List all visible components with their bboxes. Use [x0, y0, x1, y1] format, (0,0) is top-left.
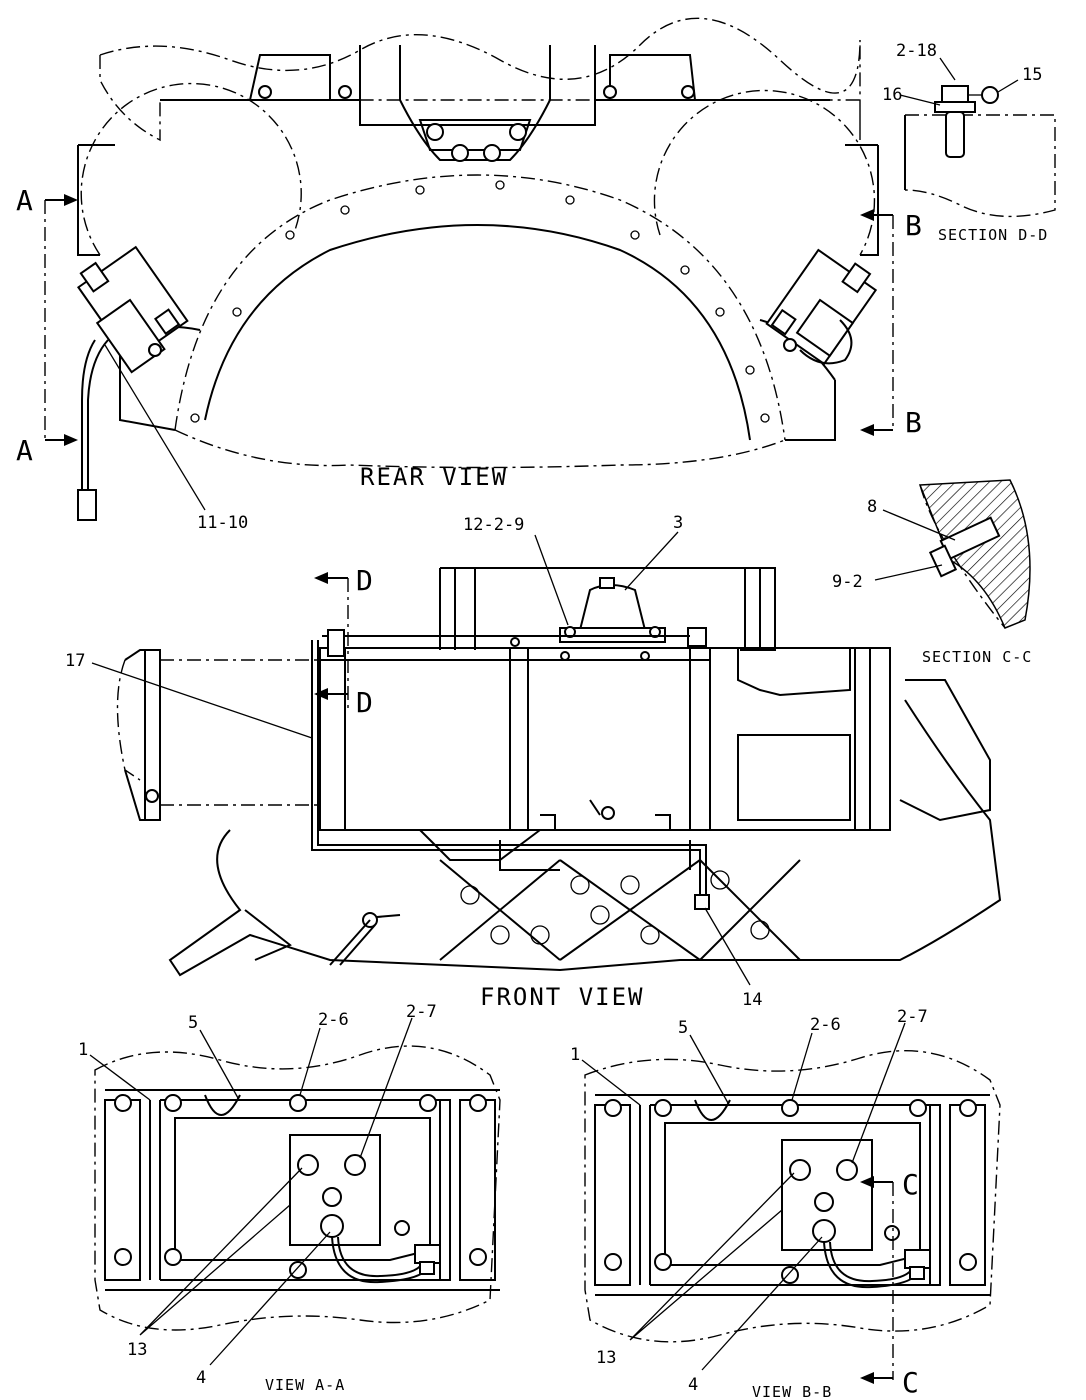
section-cc-title: SECTION C-C [922, 648, 1032, 666]
section-dd: 2-18 15 16 SECTION D-D [882, 41, 1056, 244]
section-cc: 8 9-2 SECTION C-C [832, 479, 1032, 666]
callout-11-10: 11-10 [197, 513, 248, 533]
aa-callout-4: 4 [196, 1368, 206, 1388]
view-aa-title: VIEW A-A [265, 1376, 345, 1394]
bb-callout-2-7: 2-7 [897, 1007, 928, 1027]
aa-callout-1: 1 [78, 1040, 88, 1060]
callout-8: 8 [867, 497, 877, 517]
callout-15: 15 [1022, 65, 1042, 85]
front-view: D D 12-2-9 3 17 14 FRONT VIEW [65, 513, 1002, 1011]
callout-17: 17 [65, 651, 85, 671]
section-c-bottom: C [902, 1366, 919, 1399]
bb-callout-5: 5 [678, 1018, 688, 1038]
section-b-bottom: B [905, 406, 922, 439]
view-bb: C C 1 5 2-6 2-7 13 4 VIEW B-B [570, 1007, 1001, 1400]
rear-view-title: REAR VIEW [360, 463, 508, 491]
view-bb-title: VIEW B-B [752, 1383, 832, 1400]
rear-view: A A B B 11-10 REAR VIEW [16, 17, 922, 533]
bb-callout-4: 4 [688, 1375, 698, 1395]
view-aa: 1 5 2-6 2-7 13 4 VIEW A-A [78, 1002, 501, 1394]
callout-9-2: 9-2 [832, 572, 863, 592]
callout-16: 16 [882, 85, 902, 105]
section-dd-title: SECTION D-D [938, 226, 1048, 244]
callout-12-2-9: 12-2-9 [463, 515, 524, 535]
bb-callout-13: 13 [596, 1348, 616, 1368]
aa-callout-2-7: 2-7 [406, 1002, 437, 1022]
front-view-title: FRONT VIEW [480, 983, 645, 1011]
section-a-bottom: A [16, 434, 33, 467]
aa-callout-2-6: 2-6 [318, 1010, 349, 1030]
callout-3: 3 [673, 513, 683, 533]
section-c-top: C [902, 1168, 919, 1201]
section-d-bottom: D [356, 686, 373, 719]
section-d-top: D [356, 564, 373, 597]
section-a-top: A [16, 184, 33, 217]
bb-callout-1: 1 [570, 1045, 580, 1065]
callout-2-18: 2-18 [896, 41, 937, 61]
aa-callout-13: 13 [127, 1340, 147, 1360]
section-b-top: B [905, 209, 922, 242]
callout-14: 14 [742, 990, 762, 1010]
bb-callout-2-6: 2-6 [810, 1015, 841, 1035]
aa-callout-5: 5 [188, 1013, 198, 1033]
